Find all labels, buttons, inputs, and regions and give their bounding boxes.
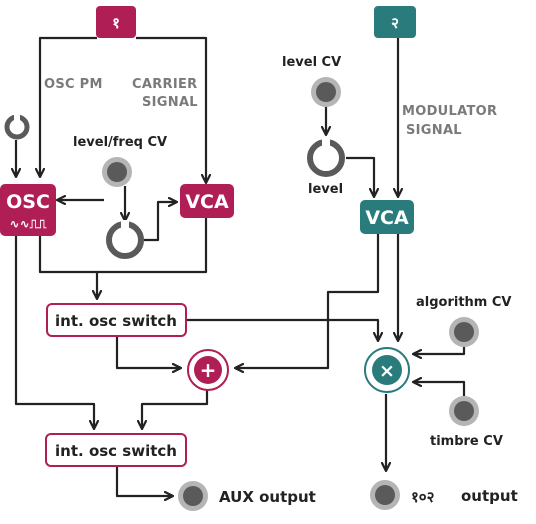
level-knob[interactable] — [307, 138, 345, 177]
osc-label: OSC — [6, 191, 50, 213]
switch-bottom-label: int. osc switch — [55, 442, 177, 460]
modulator-vca-label: VCA — [365, 207, 409, 229]
wire-algo-to-mult — [414, 346, 466, 354]
algorithm-cv-jack[interactable] — [449, 317, 479, 347]
wire-vca-to-switch — [97, 218, 208, 274]
wire-switch-to-sum — [115, 336, 180, 368]
level-freq-cv-label: level/freq CV — [73, 135, 167, 150]
main-output-label: output — [461, 487, 518, 505]
modulator-vca-block: VCA — [360, 200, 414, 234]
wire-carrier-to-vca — [136, 36, 206, 182]
carrier-input: १ — [96, 6, 136, 38]
level-freq-knob[interactable] — [106, 220, 144, 259]
main-output-jack[interactable] — [370, 480, 400, 510]
level-freq-cv-jack[interactable] — [102, 157, 132, 187]
aux-output-jack[interactable] — [178, 481, 208, 511]
wire-switch-to-mult — [186, 318, 378, 340]
timbre-cv-label: timbre CV — [430, 434, 503, 449]
algorithm-cv-label: algorithm CV — [416, 295, 511, 310]
carrier-input-label: १ — [112, 14, 120, 32]
carrier-signal-label-1: CARRIER — [132, 77, 197, 92]
carrier-signal-label-2: SIGNAL — [142, 95, 198, 110]
level-cv-jack[interactable] — [311, 77, 341, 107]
switch-top: int. osc switch — [46, 303, 187, 337]
switch-top-label: int. osc switch — [55, 312, 177, 330]
aux-output-label: AUX output — [219, 488, 316, 506]
level-cv-label: level CV — [282, 55, 341, 70]
osc-pm-label: OSC PM — [44, 77, 103, 92]
wires — [14, 36, 466, 496]
wire-switch-to-aux — [115, 466, 172, 496]
wire-carrier-to-osc — [40, 36, 97, 176]
osc-knob[interactable] — [4, 113, 30, 140]
sum-node: + — [187, 349, 229, 391]
wire-osc-to-switch-bottom — [14, 235, 94, 428]
switch-bottom: int. osc switch — [45, 433, 187, 467]
wire-osc-to-switch — [38, 235, 97, 298]
modulator-input: २ — [374, 6, 416, 38]
modulator-signal-label-2: SIGNAL — [406, 123, 462, 138]
timbre-cv-jack[interactable] — [449, 396, 479, 426]
waveform-icon: ∿∿⎍⎍ — [10, 217, 48, 231]
wire-knob-to-modvca — [346, 156, 374, 196]
wire-knob-to-vca — [144, 202, 176, 242]
carrier-vca-label: VCA — [185, 191, 229, 213]
level-label: level — [308, 182, 343, 197]
wire-timbre-to-mult — [414, 382, 466, 396]
wire-sum-to-switch — [142, 390, 209, 428]
multiply-icon: × — [379, 360, 395, 382]
modulator-signal-label-1: MODULATOR — [402, 104, 497, 119]
main-output-number: १०२ — [411, 488, 434, 506]
multiply-node: × — [364, 347, 410, 393]
plus-icon: + — [200, 358, 217, 382]
wire-modvca-to-sum — [236, 234, 380, 368]
modulator-input-label: २ — [391, 14, 399, 32]
carrier-vca-block: VCA — [180, 184, 234, 218]
osc-block: OSC ∿∿⎍⎍ — [0, 184, 56, 236]
